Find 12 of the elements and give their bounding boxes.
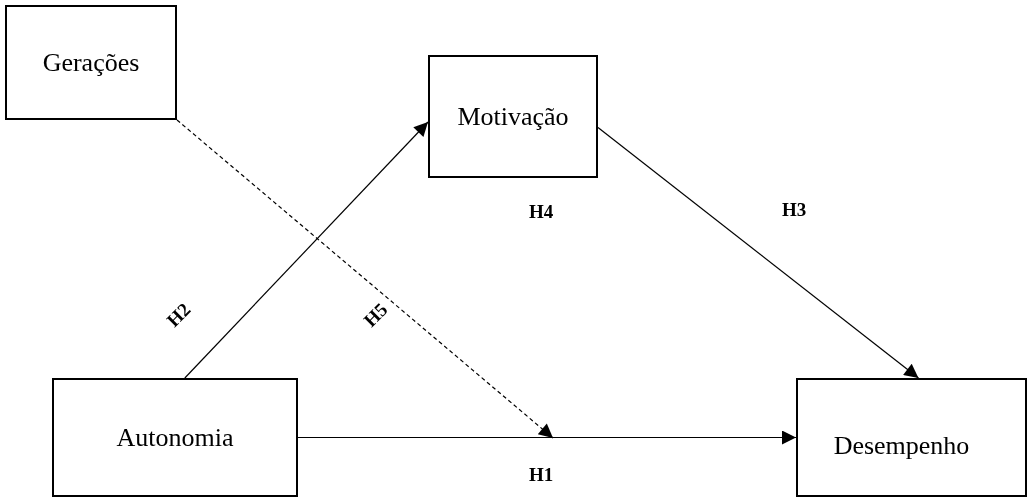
- concept-label: Desempenho: [833, 430, 970, 461]
- arrow: [184, 121, 429, 379]
- concept-label: Autonomia: [116, 422, 234, 453]
- arrow: [176, 119, 554, 439]
- arrow: [597, 126, 920, 379]
- concept-box: [428, 55, 598, 178]
- concept-label: Motivação: [457, 101, 569, 132]
- concept-box: [5, 5, 177, 120]
- concept-label: Gerações: [42, 47, 140, 78]
- concept-box: [796, 378, 1027, 497]
- concept-box: [52, 378, 298, 497]
- arrow: [297, 430, 797, 445]
